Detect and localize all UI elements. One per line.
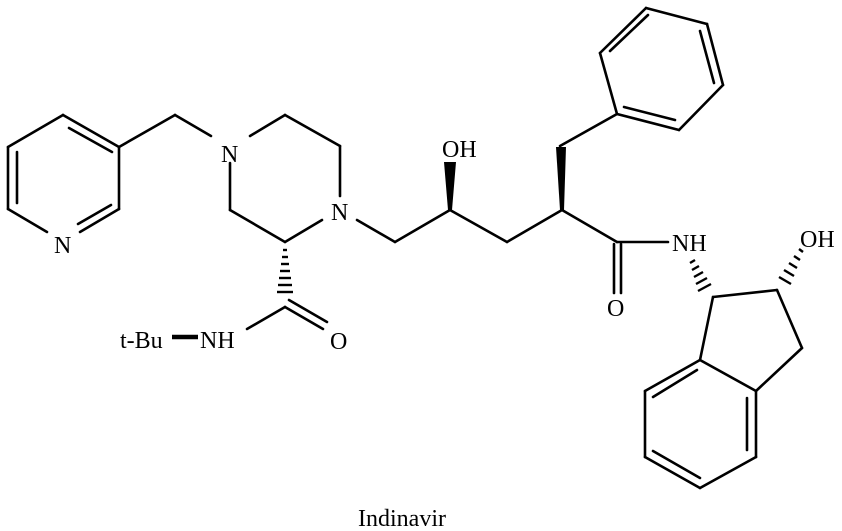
tbu-label: t-Bu — [120, 328, 163, 354]
indane-ring — [643, 288, 804, 490]
piperazine-ring — [228, 113, 342, 244]
caption: Indinavir — [358, 506, 446, 531]
pyridine-nitrogen-label: N — [54, 233, 71, 259]
hashed-bond-carboxamide — [277, 248, 293, 294]
tbu-carboxamide — [172, 298, 329, 340]
hydroxy-backbone — [355, 208, 564, 244]
indanyl-amide — [560, 208, 670, 295]
amide2-nh-label: NH — [672, 231, 707, 257]
benzyl-ch2-bond — [558, 112, 619, 148]
pyridine-ring — [6, 113, 121, 234]
wedge-bond-hydroxyl — [444, 162, 456, 210]
amide1-nh-label: NH — [200, 328, 235, 354]
hashed-bond-indane-oh — [778, 248, 804, 286]
backbone-oh-label: OH — [442, 137, 477, 163]
amide1-oxygen-label: O — [330, 329, 347, 355]
hashed-bond-indane-nh — [689, 258, 712, 293]
piperazine-n1-label: N — [221, 142, 238, 168]
phenyl-ring — [598, 6, 725, 132]
amide2-oxygen-label: O — [607, 296, 624, 322]
pyridylmethyl-linker — [117, 113, 213, 149]
indane-oh-label: OH — [800, 227, 835, 253]
piperazine-n4-label: N — [331, 200, 348, 226]
wedge-bond-benzyl — [556, 147, 566, 210]
